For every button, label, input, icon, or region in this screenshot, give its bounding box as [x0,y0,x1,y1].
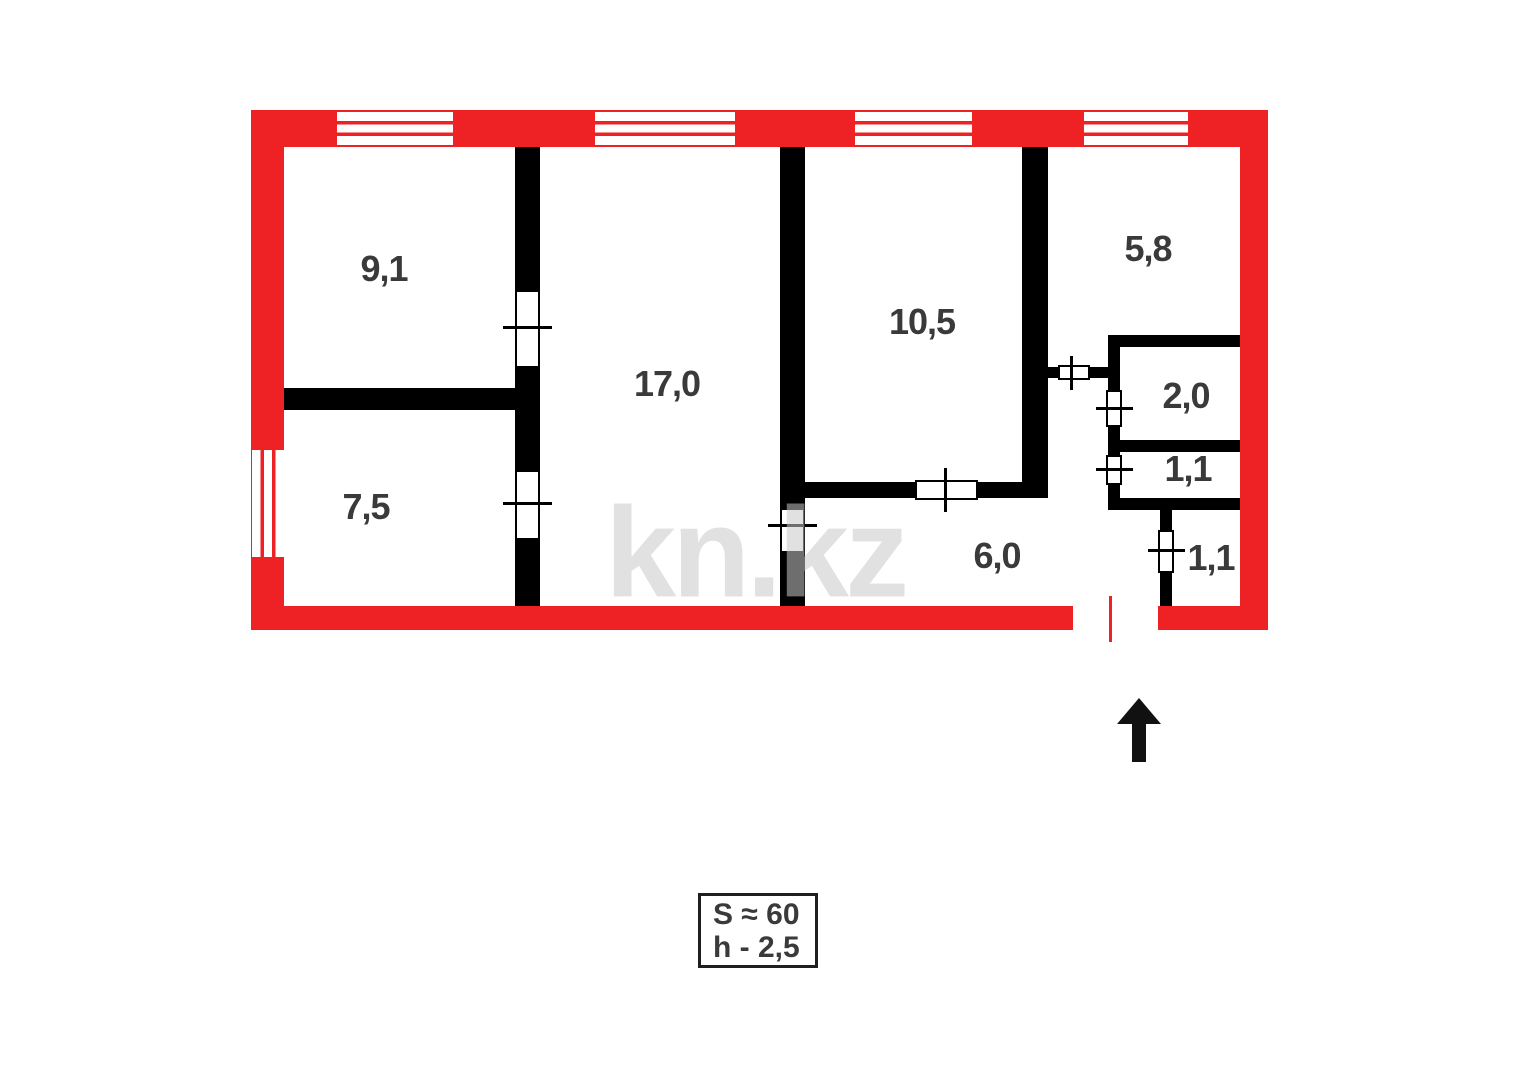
north-arrow-head [1117,698,1161,724]
door-tick-10-5 [944,468,947,512]
window-top-2 [595,112,735,145]
door-tick-17-0 [768,524,817,527]
door-tick-2-0 [1096,407,1133,410]
room-label-6-0: 6,0 [973,535,1021,576]
door-tick-5-8 [1070,356,1073,390]
door-tick-9-1 [503,326,552,329]
window-top-3 [855,112,972,145]
info-box: S ≈ 60 h - 2,5 [698,893,818,968]
interior-wall-between-10-5-and-5-8 [1022,147,1048,498]
room-label-1-1-upper: 1,1 [1164,448,1212,489]
room-label-5-8: 5,8 [1124,228,1172,269]
watermark: kn.kz [604,481,909,625]
room-label-9-1: 9,1 [360,248,408,289]
exterior-wall-right [1240,110,1268,630]
window-left [252,450,284,557]
door-tick-7-5 [503,502,552,505]
door-tick-1-1-upper [1096,468,1133,471]
door-room-5-8 [1058,365,1090,380]
room-label-7-5: 7,5 [342,486,390,527]
room-label-2-0: 2,0 [1162,375,1210,416]
info-area-label: S ≈ 60 [713,897,800,931]
door-room-9-1 [515,290,540,368]
interior-wall-between-2-0-and-1-1 [1108,440,1240,452]
room-label-1-1-lower: 1,1 [1187,537,1235,578]
window-top-1 [337,112,453,145]
interior-wall-between-9-1-and-7-5 [284,388,515,410]
entrance-door [1073,606,1158,630]
north-arrow-stem [1132,722,1146,762]
info-height-label: h - 2,5 [713,930,800,964]
door-room-7-5 [515,470,540,540]
room-label-10-5: 10,5 [888,301,956,342]
room-label-17-0: 17,0 [633,363,701,404]
entrance-door-frame-line [1109,596,1112,642]
door-tick-1-1-lower [1148,549,1185,552]
door-room-17-0 [780,508,805,553]
interior-wall-top-of-2-0 [1108,335,1240,347]
window-top-4 [1084,112,1188,145]
interior-wall-below-1-1-upper [1108,498,1240,510]
